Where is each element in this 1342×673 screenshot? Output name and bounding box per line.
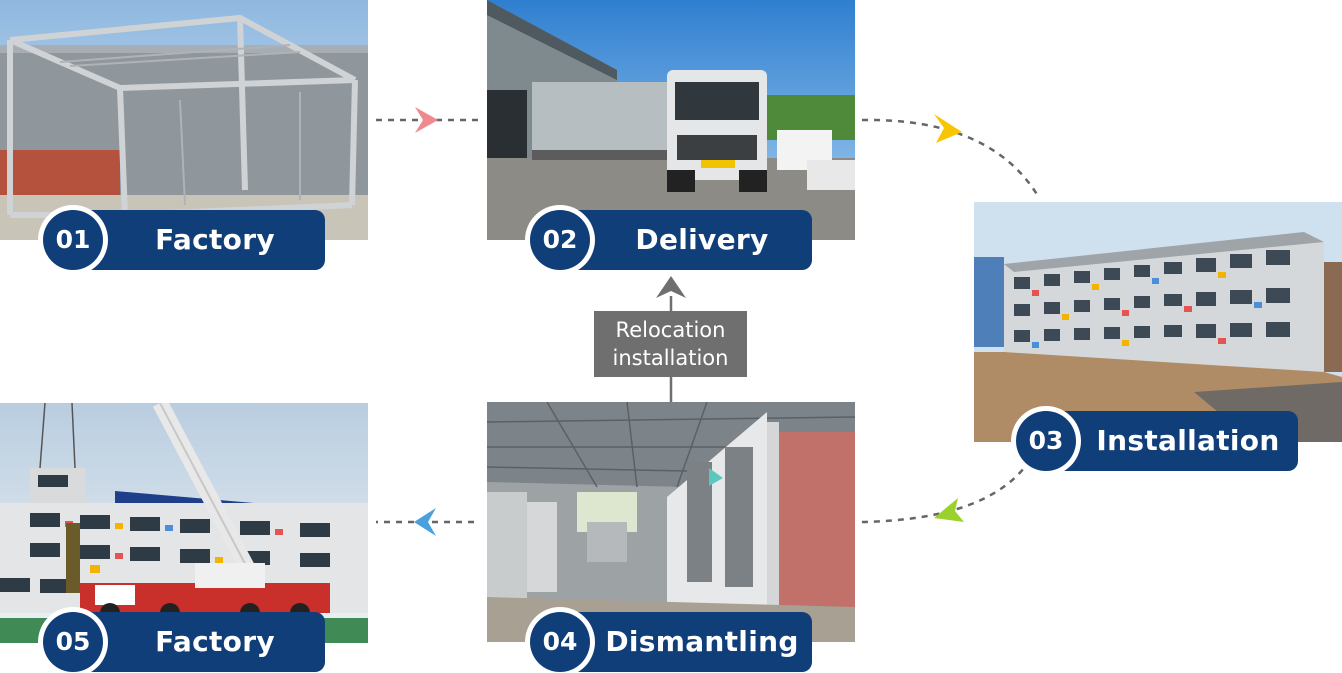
- step-05-number: 05: [43, 612, 103, 672]
- arrow-04-05: [414, 508, 436, 536]
- step-04-label: Dismantling: [605, 625, 799, 658]
- truck-transport-photo: [487, 0, 855, 240]
- step-01-number: 01: [43, 210, 103, 270]
- step-03-badge: 03 Installation: [1016, 411, 1298, 471]
- step-02-badge: 02 Delivery: [530, 210, 812, 270]
- steel-frame-module-photo: [0, 0, 368, 240]
- step-02-label: Delivery: [635, 223, 769, 256]
- step-03-label: Installation: [1096, 424, 1280, 457]
- step-02-number: 02: [530, 210, 590, 270]
- step-01-badge: 01 Factory: [43, 210, 325, 270]
- relocation-line-1: Relocation: [615, 318, 726, 342]
- step-01-label: Factory: [155, 223, 275, 256]
- modular-building-photo: [974, 202, 1342, 442]
- connector-03-04: [859, 459, 1032, 524]
- arrow-02-03: [934, 114, 962, 143]
- connector-02-03: [861, 118, 1040, 197]
- relocation-line-2: installation: [612, 346, 729, 370]
- step-05-label: Factory: [155, 625, 275, 658]
- step-04-badge: 04 Dismantling: [530, 612, 812, 672]
- step-03-number: 03: [1016, 411, 1076, 471]
- step-04-number: 04: [530, 612, 590, 672]
- arrow-03-04: [934, 498, 964, 522]
- step-05-badge: 05 Factory: [43, 612, 325, 672]
- arrow-04-02: [656, 276, 686, 298]
- dismantling-hall-photo: [487, 402, 855, 642]
- arrow-01-02: [415, 107, 438, 133]
- relocation-installation-label: Relocation installation: [594, 311, 747, 377]
- crane-lifting-module-photo: [0, 403, 368, 643]
